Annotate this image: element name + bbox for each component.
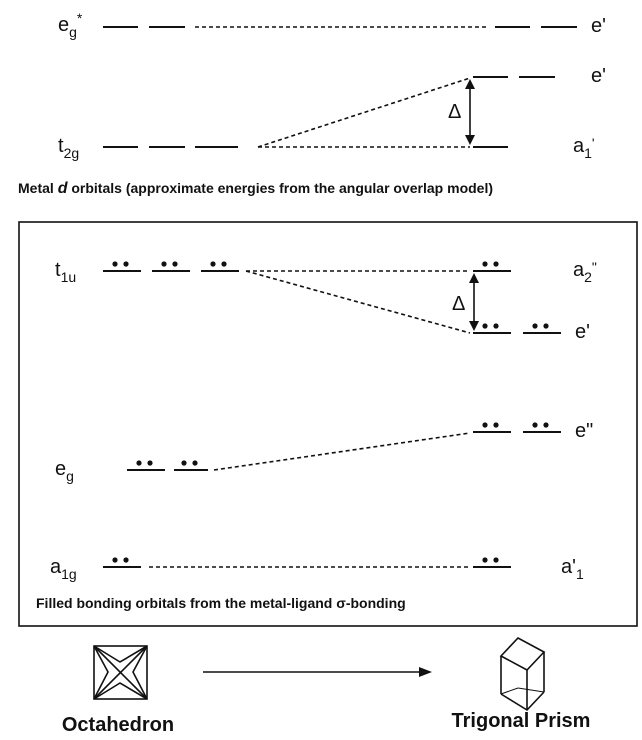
- correlation-eg-to-e-dprime: [213, 432, 471, 471]
- trigonal-prism-icon: [499, 637, 546, 712]
- label-t1u: t1u: [55, 259, 76, 285]
- caption-bonding: Filled bonding orbitals from the metal-l…: [36, 595, 406, 611]
- octahedron-icon: [93, 645, 148, 700]
- d-orbital-section: eg* e' e' t2g a1' Δ Metal d orbitals (ap…: [18, 10, 606, 197]
- bonding-box: [18, 221, 638, 627]
- level-eg-2: [174, 460, 208, 471]
- transformation-arrow: [203, 667, 432, 677]
- label-e-prime: e': [575, 321, 590, 343]
- level-e-dprime-2: [523, 422, 561, 433]
- level-t1u-2: [152, 261, 190, 272]
- caption-d-orbitals: Metal d orbitals (approximate energies f…: [18, 180, 493, 197]
- label-a2-dprime: a2": [573, 259, 597, 285]
- delta-arrow-d: [465, 79, 475, 145]
- label-a1-prime: a1': [573, 135, 595, 161]
- level-t1u-1: [103, 261, 141, 272]
- correlation-t1u-to-e-prime: [245, 270, 471, 334]
- delta-label-bonding: Δ: [452, 293, 465, 315]
- level-a2-dprime: [473, 261, 511, 272]
- level-e-prime-2: [523, 323, 561, 334]
- label-e-prime-mid: e': [591, 65, 606, 87]
- level-a1g: [103, 557, 141, 568]
- label-eg-star: eg*: [58, 10, 83, 40]
- label-t2g: t2g: [58, 135, 79, 161]
- label-e-dprime: e": [575, 420, 593, 442]
- level-eg-1: [127, 460, 165, 471]
- label-a1-prime-bonding: a'1: [561, 556, 584, 582]
- level-t1u-3: [201, 261, 239, 272]
- delta-arrow-bonding: [469, 273, 479, 331]
- label-eg: eg: [55, 458, 74, 484]
- label-e-prime-top: e': [591, 15, 606, 37]
- label-a1g: a1g: [50, 556, 77, 582]
- trigonal-prism-label: Trigonal Prism: [452, 710, 591, 732]
- delta-label-d: Δ: [448, 101, 461, 123]
- correlation-t2g-to-e-prime: [257, 77, 471, 148]
- bonding-orbital-section: t1u a2" Δ: [18, 221, 638, 627]
- octahedron-label: Octahedron: [62, 714, 174, 736]
- level-a1-prime-bonding: [473, 557, 511, 568]
- level-e-prime-1: [473, 323, 511, 334]
- level-e-dprime-1: [473, 422, 511, 433]
